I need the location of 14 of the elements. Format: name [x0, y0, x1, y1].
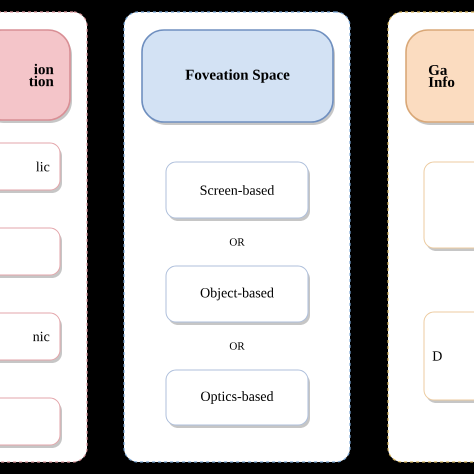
heading-box: Foveation Space: [141, 29, 335, 125]
item-box: Optics-based: [166, 370, 310, 428]
heading-box: ion tion: [0, 29, 72, 123]
item-box: D: [424, 312, 474, 403]
item-box: [0, 228, 62, 278]
item-box: [424, 162, 474, 251]
connector-word: OR: [230, 238, 245, 246]
item-box: Object-based: [166, 266, 310, 325]
item-box: lic: [0, 142, 62, 193]
item-box: nic: [0, 312, 62, 363]
item-box: [0, 398, 62, 448]
connector-word: OR: [230, 342, 245, 350]
item-box: Screen-based: [166, 162, 310, 221]
heading-box: Ga Info: [405, 29, 474, 125]
